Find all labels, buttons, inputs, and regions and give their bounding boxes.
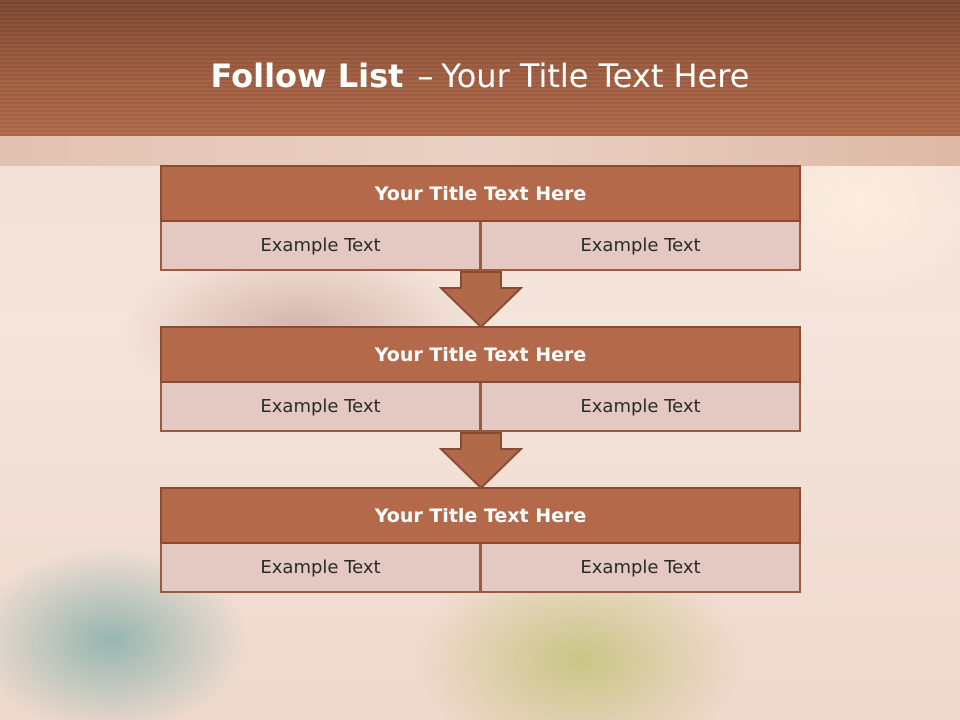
step-cell-left: Example Text bbox=[160, 544, 481, 593]
step-row: Example Text Example Text bbox=[160, 544, 801, 593]
step-cell-left: Example Text bbox=[160, 383, 481, 432]
step-row: Example Text Example Text bbox=[160, 222, 801, 271]
step-cell-right: Example Text bbox=[481, 383, 801, 432]
header-band bbox=[0, 0, 960, 136]
title-rest: Your Title Text Here bbox=[441, 57, 750, 95]
step-block-3: Your Title Text Here Example Text Exampl… bbox=[160, 487, 801, 593]
background-strip bbox=[0, 136, 960, 166]
step-cell-left: Example Text bbox=[160, 222, 481, 271]
title-separator: – bbox=[417, 57, 434, 95]
step-title: Your Title Text Here bbox=[160, 487, 801, 544]
slide-title: Follow List–Your Title Text Here bbox=[0, 56, 960, 96]
step-title: Your Title Text Here bbox=[160, 326, 801, 383]
step-block-2: Your Title Text Here Example Text Exampl… bbox=[160, 326, 801, 432]
down-arrow-icon bbox=[439, 271, 523, 329]
step-cell-right: Example Text bbox=[481, 222, 801, 271]
step-block-1: Your Title Text Here Example Text Exampl… bbox=[160, 165, 801, 271]
step-row: Example Text Example Text bbox=[160, 383, 801, 432]
step-title: Your Title Text Here bbox=[160, 165, 801, 222]
down-arrow-icon bbox=[439, 432, 523, 490]
step-cell-right: Example Text bbox=[481, 544, 801, 593]
title-bold: Follow List bbox=[210, 57, 404, 95]
